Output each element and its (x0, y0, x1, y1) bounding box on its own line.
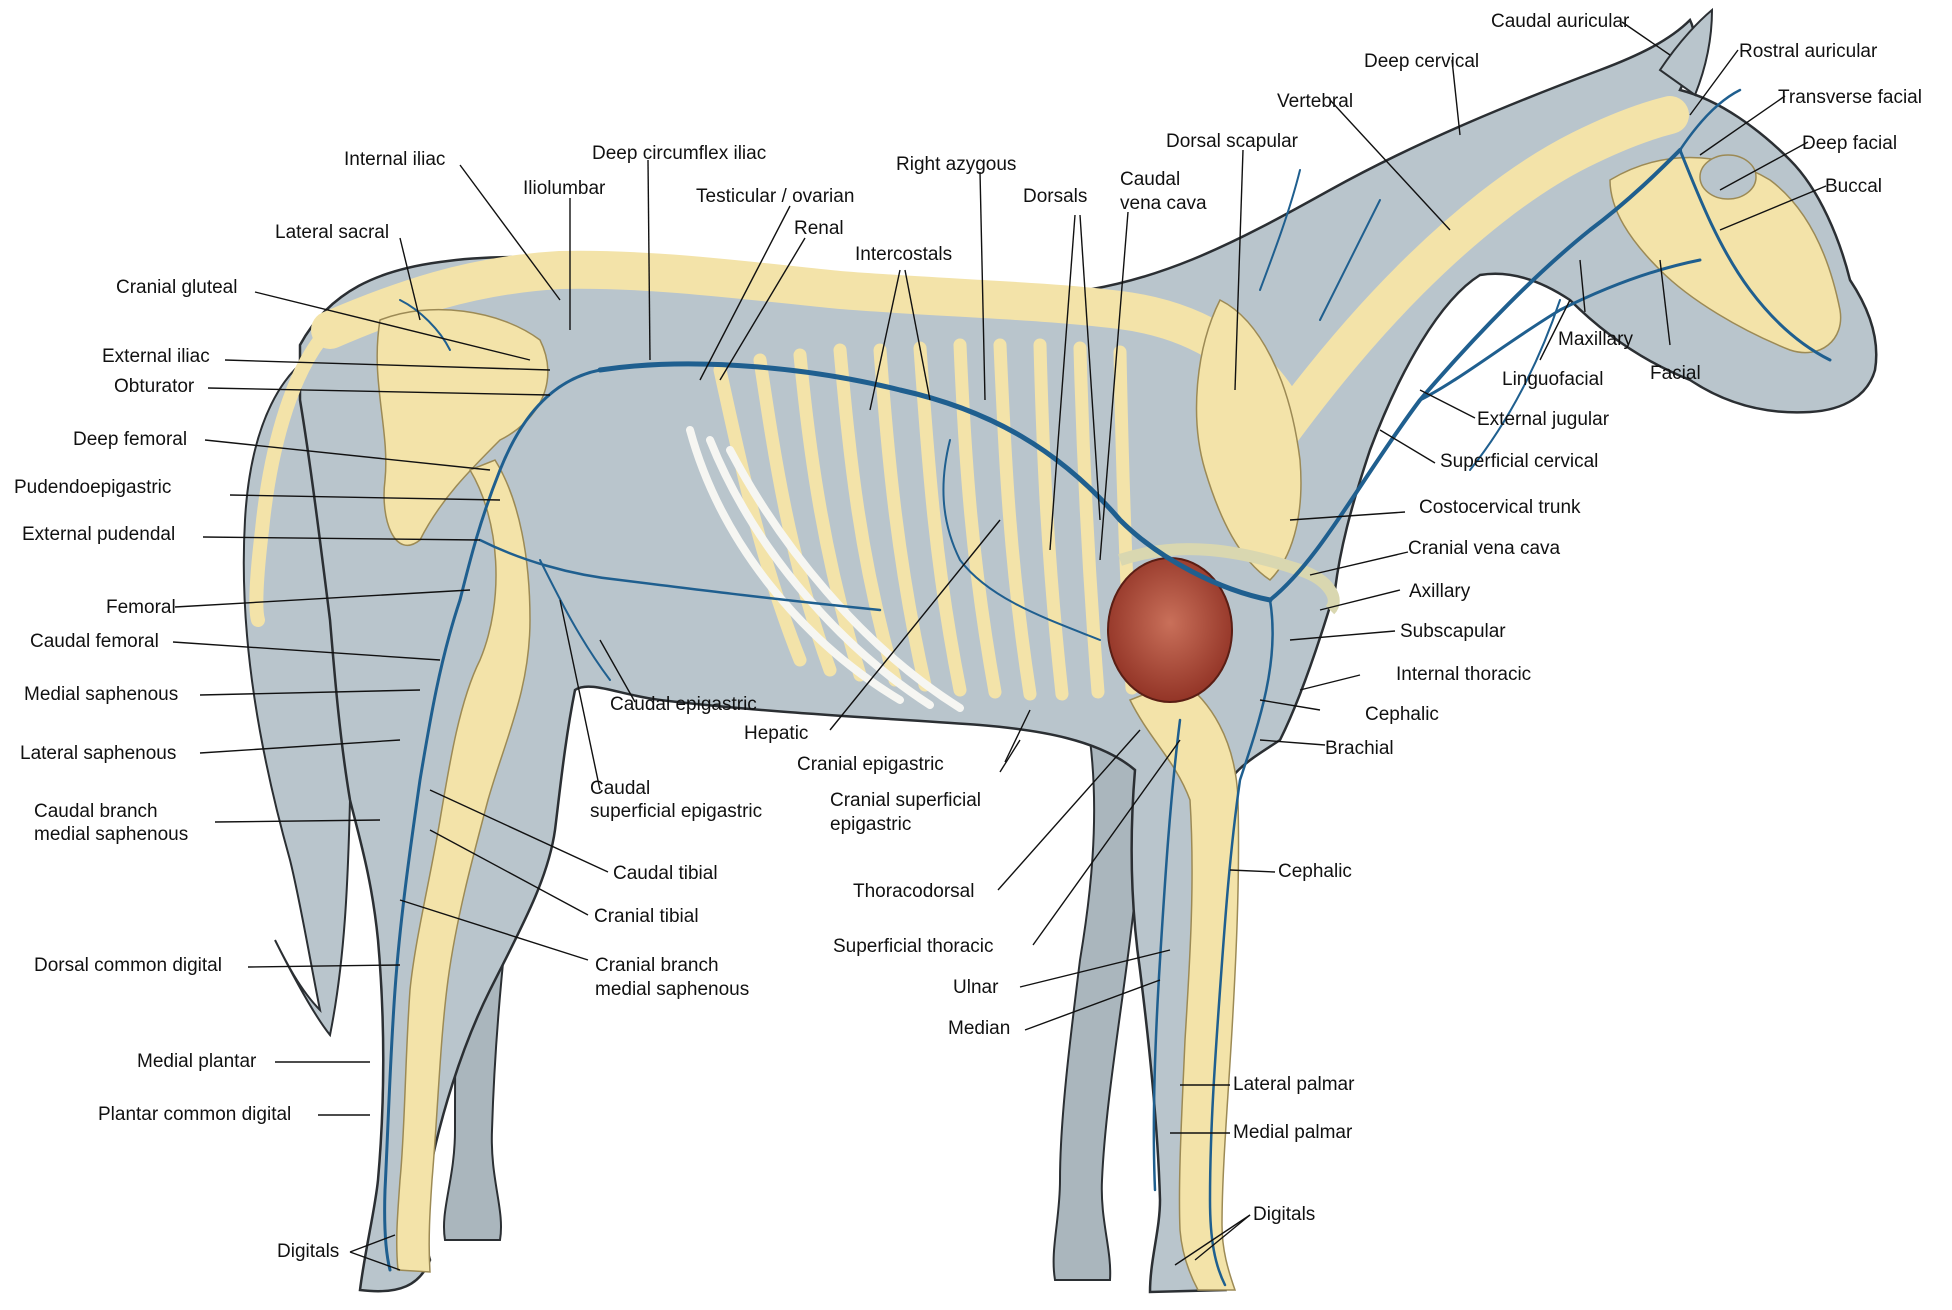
label-lateral-saphenous: Lateral saphenous (20, 742, 176, 766)
label-ulnar: Ulnar (953, 976, 998, 1000)
label-linguofacial: Linguofacial (1502, 368, 1603, 392)
label-digitals-hind: Digitals (277, 1240, 339, 1264)
label-caudal-tibial: Caudal tibial (613, 862, 718, 886)
label-iliolumbar: Iliolumbar (523, 177, 605, 201)
label-cranial-superficial-epigastric-line2: epigastric (830, 813, 911, 837)
label-caudal-auricular: Caudal auricular (1491, 10, 1629, 34)
label-femoral: Femoral (106, 596, 176, 620)
label-deep-cervical: Deep cervical (1364, 50, 1479, 74)
label-right-azygous: Right azygous (896, 153, 1016, 177)
label-caudal-vena-cava-line1: Caudal (1120, 168, 1180, 192)
label-facial: Facial (1650, 362, 1701, 386)
label-caudal-branch-medial-saphenous-line2: medial saphenous (34, 823, 188, 847)
label-testicular-ovarian: Testicular / ovarian (696, 185, 854, 209)
label-internal-iliac: Internal iliac (344, 148, 445, 172)
label-cranial-branch-medial-saphenous-line1: Cranial branch (595, 954, 719, 978)
label-deep-femoral: Deep femoral (73, 428, 187, 452)
label-deep-circumflex-iliac: Deep circumflex iliac (592, 142, 766, 166)
label-intercostals: Intercostals (855, 243, 952, 267)
label-caudal-branch-medial-saphenous-line1: Caudal branch (34, 800, 158, 824)
label-pudendoepigastric: Pudendoepigastric (14, 476, 171, 500)
label-cephalic-lower: Cephalic (1278, 860, 1352, 884)
label-subscapular: Subscapular (1400, 620, 1506, 644)
label-buccal: Buccal (1825, 175, 1882, 199)
label-caudal-femoral: Caudal femoral (30, 630, 159, 654)
label-cephalic-upper: Cephalic (1365, 703, 1439, 727)
label-cranial-vena-cava: Cranial vena cava (1408, 537, 1560, 561)
label-axillary: Axillary (1409, 580, 1470, 604)
label-digitals-front: Digitals (1253, 1203, 1315, 1227)
label-costocervical-trunk: Costocervical trunk (1419, 496, 1581, 520)
label-renal: Renal (794, 217, 844, 241)
label-cranial-gluteal: Cranial gluteal (116, 276, 237, 300)
label-dorsal-scapular: Dorsal scapular (1166, 130, 1298, 154)
label-caudal-superficial-epigastric-line2: superficial epigastric (590, 800, 762, 824)
label-internal-thoracic: Internal thoracic (1396, 663, 1531, 687)
label-external-iliac: External iliac (102, 345, 210, 369)
label-medial-plantar: Medial plantar (137, 1050, 256, 1074)
label-cranial-tibial: Cranial tibial (594, 905, 699, 929)
label-dorsals: Dorsals (1023, 185, 1087, 209)
label-lateral-sacral: Lateral sacral (275, 221, 389, 245)
orbit (1700, 155, 1756, 199)
label-rostral-auricular: Rostral auricular (1739, 40, 1877, 64)
label-lateral-palmar: Lateral palmar (1233, 1073, 1354, 1097)
label-caudal-epigastric: Caudal epigastric (610, 693, 757, 717)
label-vertebral: Vertebral (1277, 90, 1353, 114)
label-hepatic: Hepatic (744, 722, 808, 746)
label-thoracodorsal: Thoracodorsal (853, 880, 974, 904)
label-external-pudendal: External pudendal (22, 523, 175, 547)
label-deep-facial: Deep facial (1802, 132, 1897, 156)
label-transverse-facial: Transverse facial (1778, 86, 1922, 110)
label-medial-palmar: Medial palmar (1233, 1121, 1352, 1145)
label-caudal-vena-cava-line2: vena cava (1120, 192, 1207, 216)
label-superficial-thoracic: Superficial thoracic (833, 935, 994, 959)
label-medial-saphenous: Medial saphenous (24, 683, 178, 707)
label-dorsal-common-digital: Dorsal common digital (34, 954, 222, 978)
label-plantar-common-digital: Plantar common digital (98, 1103, 291, 1127)
label-maxillary: Maxillary (1558, 328, 1633, 352)
label-cranial-epigastric: Cranial epigastric (797, 753, 944, 777)
label-obturator: Obturator (114, 375, 194, 399)
label-brachial: Brachial (1325, 737, 1394, 761)
label-cranial-branch-medial-saphenous-line2: medial saphenous (595, 978, 749, 1002)
label-cranial-superficial-epigastric-line1: Cranial superficial (830, 789, 981, 813)
label-caudal-superficial-epigastric-line1: Caudal (590, 777, 650, 801)
label-superficial-cervical: Superficial cervical (1440, 450, 1598, 474)
label-external-jugular: External jugular (1477, 408, 1609, 432)
label-median: Median (948, 1017, 1010, 1041)
